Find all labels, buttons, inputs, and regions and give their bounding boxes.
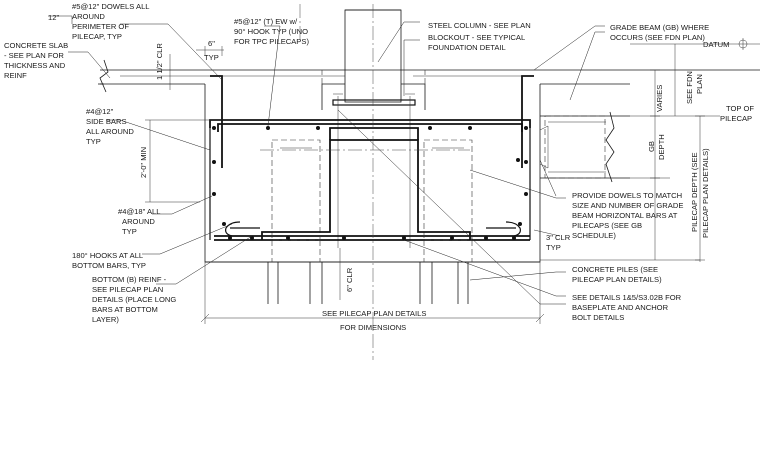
blockout-label-line-1: BLOCKOUT - SEE TYPICAL: [428, 33, 525, 42]
bottom-reinf-line-5: LAYER): [92, 315, 119, 324]
varies-label: VARIES: [655, 85, 664, 112]
bars-4-18-line-1: #4@18" ALL: [118, 207, 161, 216]
provide-dowels-line-2: SIZE AND NUMBER OF GRADE: [572, 201, 683, 210]
concrete-piles-line-2: PILECAP PLAN DETAILS): [572, 275, 662, 284]
hooks-note-line-1: #5@12" (T) EW w/: [234, 17, 298, 26]
for-dimensions-label: FOR DIMENSIONS: [340, 323, 406, 332]
concrete-piles-line-1: CONCRETE PILES (SEE: [572, 265, 658, 274]
bottom-reinf-line-4: BARS AT BOTTOM: [92, 305, 158, 314]
bars-4-18-line-2: AROUND: [122, 217, 155, 226]
concrete-piles: [267, 240, 473, 304]
slab-note-line-3: THICKNESS AND: [4, 61, 66, 70]
bottom-reinf-line-2: SEE PILECAP PLAN: [92, 285, 163, 294]
steel-column-label: STEEL COLUMN - SEE PLAN: [428, 21, 531, 30]
hooks-180-line-1: 180° HOOKS AT ALL: [72, 251, 143, 260]
see-details-line-1: SEE DETAILS 1&5/S3.02B FOR: [572, 293, 682, 302]
side-bars-line-1: #4@12": [86, 107, 114, 116]
see-details-line-3: BOLT DETAILS: [572, 313, 624, 322]
see-pilecap-label: SEE PILECAP PLAN DETAILS: [322, 309, 426, 318]
slab-note-line-2: - SEE PLAN FOR: [4, 51, 64, 60]
see-details-line-2: BASEPLATE AND ANCHOR: [572, 303, 669, 312]
grade-beam: [539, 111, 630, 183]
right-dimensions: [540, 44, 720, 262]
pilecap-depth-line-1: PILECAP DEPTH (SEE: [690, 152, 699, 232]
grade-beam-label-line-1: GRADE BEAM (GB) WHERE: [610, 23, 709, 32]
pilecap-depth-line-2: PILECAP PLAN DETAILS): [701, 148, 710, 238]
hooks-note-line-3: FOR TPC PILECAPS): [234, 37, 309, 46]
top-reinforcement: [209, 119, 531, 132]
provide-dowels-line-3: BEAM HORIZONTAL BARS AT: [572, 211, 678, 220]
slab-note-line-4: REINF: [4, 71, 27, 80]
bottom-reinforcement: [214, 221, 530, 241]
dowels-note-line-3: PERIMETER OF: [72, 22, 129, 31]
rebar-sections: [212, 126, 528, 240]
dim-12-label: 12": [48, 13, 59, 22]
dowels-note-line-4: PILECAP, TYP: [72, 32, 122, 41]
typ2-label: TYP: [546, 243, 561, 252]
see-fdn-line-1: SEE FDN: [685, 71, 694, 104]
clr-1-5-label: 1 1/2" CLR: [155, 43, 164, 80]
pilecap-outline: [204, 84, 541, 263]
provide-dowels-line-4: PILECAPS (SEE GB: [572, 221, 642, 230]
see-fdn-line-2: PLAN: [695, 74, 704, 94]
dowels-note-line-2: AROUND: [72, 12, 105, 21]
clr-3-label: 3" CLR: [546, 233, 571, 242]
hooks-note-line-2: 90° HOOK TYP (UNO: [234, 27, 308, 36]
perimeter-dowels: [209, 75, 534, 240]
hooks-180-line-2: BOTTOM BARS, TYP: [72, 261, 146, 270]
side-bars-line-4: TYP: [86, 137, 101, 146]
clr-6-label: 6" CLR: [345, 267, 354, 292]
gb-depth-line-2: DEPTH: [657, 134, 666, 160]
left-dimensions: [145, 46, 561, 300]
leader-lines: [48, 15, 605, 305]
pile-embed-outlines: [261, 127, 473, 241]
bottom-dimensions: [200, 262, 545, 324]
side-bars-line-3: ALL AROUND: [86, 127, 134, 136]
top-pilecap-line-2: PILECAP: [720, 114, 752, 123]
bottom-reinf-line-3: DETAILS (PLACE LONG: [92, 295, 176, 304]
top-pilecap-line-1: TOP OF: [726, 104, 754, 113]
dowels-note-line-1: #5@12" DOWELS ALL: [72, 2, 150, 11]
annotations: 12" #5@12" DOWELS ALL AROUND PERIMETER O…: [4, 2, 754, 332]
datum-marker: [630, 38, 760, 50]
bottom-reinf-line-1: BOTTOM (B) REINF -: [92, 275, 167, 284]
slab-note-line-1: CONCRETE SLAB: [4, 41, 68, 50]
provide-dowels-line-1: PROVIDE DOWELS TO MATCH: [572, 191, 682, 200]
dim-6-label: 6": [208, 39, 215, 48]
steel-column: [332, 9, 416, 248]
datum-label: DATUM: [703, 40, 729, 49]
blockout-label-line-2: FOUNDATION DETAIL: [428, 43, 506, 52]
typ-label: TYP: [204, 53, 219, 62]
side-bars-line-2: SIDE BARS: [86, 117, 127, 126]
min-2-0-label: 2'-0" MIN: [139, 147, 148, 178]
centerlines: [260, 4, 470, 360]
blockout: [321, 70, 426, 110]
bars-4-18-line-3: TYP: [122, 227, 137, 236]
provide-dowels-line-5: SCHEDULE): [572, 231, 616, 240]
gb-depth-line-1: GB: [647, 141, 656, 152]
grade-beam-label-line-2: OCCURS (SEE FDN PLAN): [610, 33, 705, 42]
